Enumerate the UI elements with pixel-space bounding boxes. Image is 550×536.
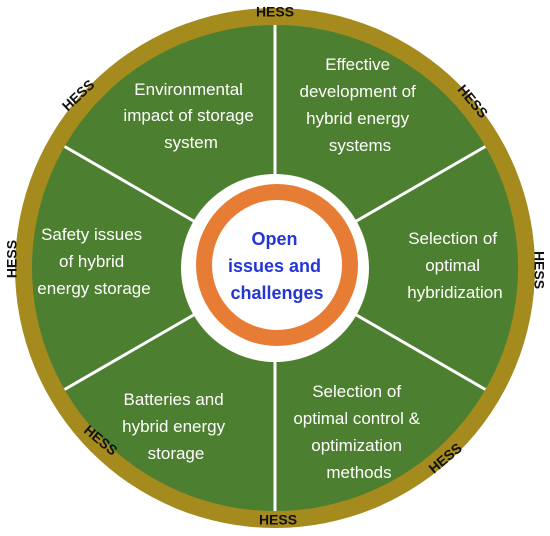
segment-line: Effective bbox=[325, 55, 390, 74]
segment-line: optimal control & bbox=[293, 409, 420, 428]
segment-line: Batteries and bbox=[124, 390, 224, 409]
segment-dividers bbox=[63, 25, 487, 511]
center-line-2: issues and bbox=[228, 256, 321, 276]
segment-safety-issues: Safety issues of hybrid energy storage bbox=[37, 225, 150, 298]
segment-line: storage bbox=[148, 444, 205, 463]
segment-line: Selection of bbox=[408, 229, 497, 248]
segment-optimal-control: Selection of optimal control & optimizat… bbox=[293, 382, 424, 482]
segment-line: impact of storage bbox=[123, 106, 253, 125]
segment-line: Safety issues bbox=[41, 225, 142, 244]
segment-line: system bbox=[164, 133, 218, 152]
divider-lower-left bbox=[63, 312, 197, 391]
segment-line: optimal bbox=[425, 256, 480, 275]
segment-line: of hybrid bbox=[59, 252, 124, 271]
ring-label-right: HESS bbox=[531, 251, 547, 289]
segment-line: optimization bbox=[311, 436, 402, 455]
segment-line: Selection of bbox=[312, 382, 401, 401]
segment-effective-development: Effective development of hybrid energy s… bbox=[300, 55, 421, 155]
segment-line: systems bbox=[329, 136, 391, 155]
segment-optimal-hybridization: Selection of optimal hybridization bbox=[407, 229, 502, 302]
ring-label-bottom: HESS bbox=[259, 512, 297, 528]
segment-line: hybrid energy bbox=[122, 417, 226, 436]
divider-lower-right bbox=[353, 312, 487, 391]
divider-upper-right bbox=[353, 145, 487, 224]
center-ring bbox=[196, 184, 358, 346]
segment-line: hybrid energy bbox=[306, 109, 410, 128]
segment-batteries-storage: Batteries and hybrid energy storage bbox=[122, 390, 230, 463]
center-line-1: Open bbox=[251, 229, 297, 249]
center-line-3: challenges bbox=[230, 283, 323, 303]
segment-line: hybridization bbox=[407, 283, 502, 302]
ring-label-top: HESS bbox=[256, 4, 294, 20]
segment-line: energy storage bbox=[37, 279, 150, 298]
segment-line: Environmental bbox=[134, 80, 243, 99]
segment-line: methods bbox=[326, 463, 391, 482]
segment-line: development of bbox=[300, 82, 417, 101]
divider-upper-left bbox=[63, 145, 197, 224]
center-title: Open issues and challenges bbox=[228, 229, 326, 303]
ring-label-left: HESS bbox=[4, 240, 20, 278]
segment-environmental-impact: Environmental impact of storage system bbox=[123, 80, 258, 152]
